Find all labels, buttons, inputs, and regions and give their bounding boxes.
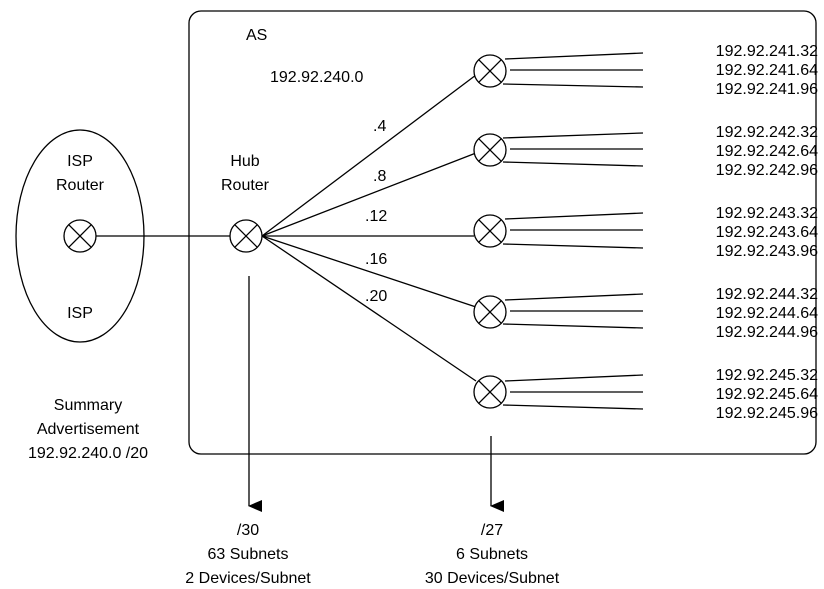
branch-router-icon bbox=[473, 375, 507, 409]
as-label: AS bbox=[246, 27, 267, 44]
hub-router-icon bbox=[229, 219, 263, 253]
subnet-label: 192.92.244.64 bbox=[716, 305, 818, 322]
subnet-label: 192.92.244.32 bbox=[716, 286, 818, 303]
subnet-label: 192.92.245.64 bbox=[716, 386, 818, 403]
subnet-label: 192.92.242.32 bbox=[716, 124, 818, 141]
isp-router-icon bbox=[63, 219, 97, 253]
right-note-line1: /27 bbox=[481, 522, 503, 539]
as-network-label: 192.92.240.0 bbox=[270, 69, 364, 86]
subnet-label: 192.92.245.96 bbox=[716, 405, 818, 422]
link-label: .16 bbox=[365, 251, 387, 268]
isp-router-label-line1: ISP bbox=[67, 153, 93, 170]
subnet-label: 192.92.241.32 bbox=[716, 43, 818, 60]
branch-router-icon bbox=[473, 295, 507, 329]
spoke-line bbox=[261, 235, 477, 382]
subnet-label: 192.92.243.32 bbox=[716, 205, 818, 222]
subnet-label: 192.92.243.96 bbox=[716, 243, 818, 260]
subnet-label: 192.92.242.64 bbox=[716, 143, 818, 160]
link-label: .8 bbox=[373, 168, 386, 185]
summary-advertisement-line3: 192.92.240.0 /20 bbox=[28, 445, 148, 462]
spoke-line bbox=[261, 152, 477, 237]
subnet-lines bbox=[502, 52, 644, 410]
isp-router-label-line2: Router bbox=[56, 177, 105, 194]
spoke-line bbox=[261, 74, 477, 237]
subnet-label: 192.92.242.96 bbox=[716, 162, 818, 179]
right-note-line3: 30 Devices/Subnet bbox=[425, 570, 560, 587]
link-label: .4 bbox=[373, 118, 386, 135]
right-note-line2: 6 Subnets bbox=[456, 546, 528, 563]
branch-router-icon bbox=[473, 54, 507, 88]
branch-router-icon bbox=[473, 133, 507, 167]
subnet-label: 192.92.245.32 bbox=[716, 367, 818, 384]
summary-advertisement-line1: Summary bbox=[54, 397, 122, 414]
left-note-line2: 63 Subnets bbox=[208, 546, 289, 563]
subnet-labels: 192.92.241.32 192.92.241.64 192.92.241.9… bbox=[716, 43, 818, 422]
spoke-line bbox=[261, 235, 477, 308]
summary-advertisement-line2: Advertisement bbox=[37, 421, 140, 438]
link-label: .20 bbox=[365, 288, 387, 305]
branch-router-icon bbox=[473, 214, 507, 248]
left-note-line1: /30 bbox=[237, 522, 259, 539]
subnet-label: 192.92.241.64 bbox=[716, 62, 818, 79]
hub-router-label-line2: Router bbox=[221, 177, 270, 194]
isp-label: ISP bbox=[67, 305, 93, 322]
as-boundary bbox=[188, 10, 817, 455]
hub-spokes bbox=[261, 74, 477, 382]
link-label: .12 bbox=[365, 208, 387, 225]
left-note-line3: 2 Devices/Subnet bbox=[185, 570, 311, 587]
subnet-label: 192.92.244.96 bbox=[716, 324, 818, 341]
subnet-label: 192.92.243.64 bbox=[716, 224, 818, 241]
hub-router-label-line1: Hub bbox=[230, 153, 259, 170]
subnet-label: 192.92.241.96 bbox=[716, 81, 818, 98]
